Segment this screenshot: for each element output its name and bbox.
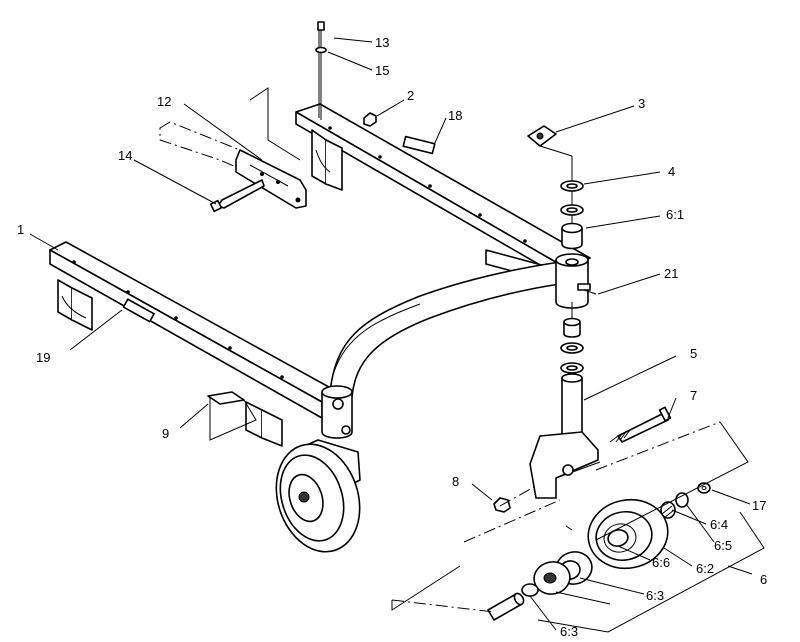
- callout-17: 13: [375, 35, 389, 50]
- part-13-washer: [315, 46, 327, 54]
- lower-bearing-stack: [560, 302, 584, 374]
- callout-6-3-right: 6:4: [710, 517, 728, 532]
- front-frame-rail: [49, 241, 339, 447]
- callout-20: 21: [664, 266, 678, 281]
- yoke-tube: [329, 261, 561, 397]
- rear-frame-rail: [295, 103, 591, 281]
- callout-15: 17: [752, 498, 766, 513]
- callout-14: 14: [118, 148, 132, 163]
- part-4-bearing-stack: [560, 180, 584, 216]
- part-6-wheel-assembly: [487, 482, 711, 621]
- part-14-bolt: [209, 179, 265, 213]
- callout-6: 6: [760, 572, 767, 587]
- part-5-caster-fork: [529, 373, 601, 499]
- part-9-decal: [207, 391, 257, 441]
- part-6-3-bearing-right: [675, 492, 689, 508]
- callout-4: 4: [668, 164, 675, 179]
- callout-6-4: 6:5: [714, 538, 732, 553]
- callout-6-2: 6:3: [646, 588, 664, 603]
- callout-labels: 13 15 2 3 12 18 14 4 6:1 1 21 19 5 7 9 8…: [17, 35, 767, 639]
- part-6-4-spacer: [660, 501, 676, 519]
- callout-18: 18: [448, 108, 462, 123]
- callout-8: 8: [452, 474, 459, 489]
- left-caster-assembly: [275, 385, 361, 553]
- callout-1: 1: [17, 222, 24, 237]
- callout-6-5: 6:6: [652, 555, 670, 570]
- part-20-pin: [583, 289, 597, 295]
- callout-3: 3: [638, 96, 645, 111]
- part-6-3-bearing: [521, 583, 539, 597]
- leader-lines: [29, 37, 753, 631]
- part-2-nut: [363, 112, 377, 127]
- callout-2: 2: [407, 88, 414, 103]
- part-12-reference-line: [249, 87, 301, 161]
- part-21-bushing: [561, 222, 583, 250]
- callout-12: 12: [157, 94, 171, 109]
- axis-lines: [391, 421, 749, 613]
- callout-19: 19: [36, 350, 50, 365]
- callout-6-3-left: 6:3: [560, 624, 578, 639]
- part-17-bolt: [317, 21, 325, 120]
- callout-7: 7: [690, 388, 697, 403]
- part-3-grease-fitting: [527, 125, 573, 244]
- callout-5: 5: [690, 346, 697, 361]
- callout-6-1: 6:2: [696, 561, 714, 576]
- callout-9: 9: [162, 426, 169, 441]
- part-12-weight-bar: [159, 121, 307, 209]
- pivot-head: [555, 253, 591, 309]
- part-7-axle-bolt: [609, 406, 672, 443]
- part-18-decal: [402, 135, 436, 155]
- callout-21: 6:1: [666, 207, 684, 222]
- callout-13: 15: [375, 63, 389, 78]
- part-6-bracket: [537, 511, 765, 633]
